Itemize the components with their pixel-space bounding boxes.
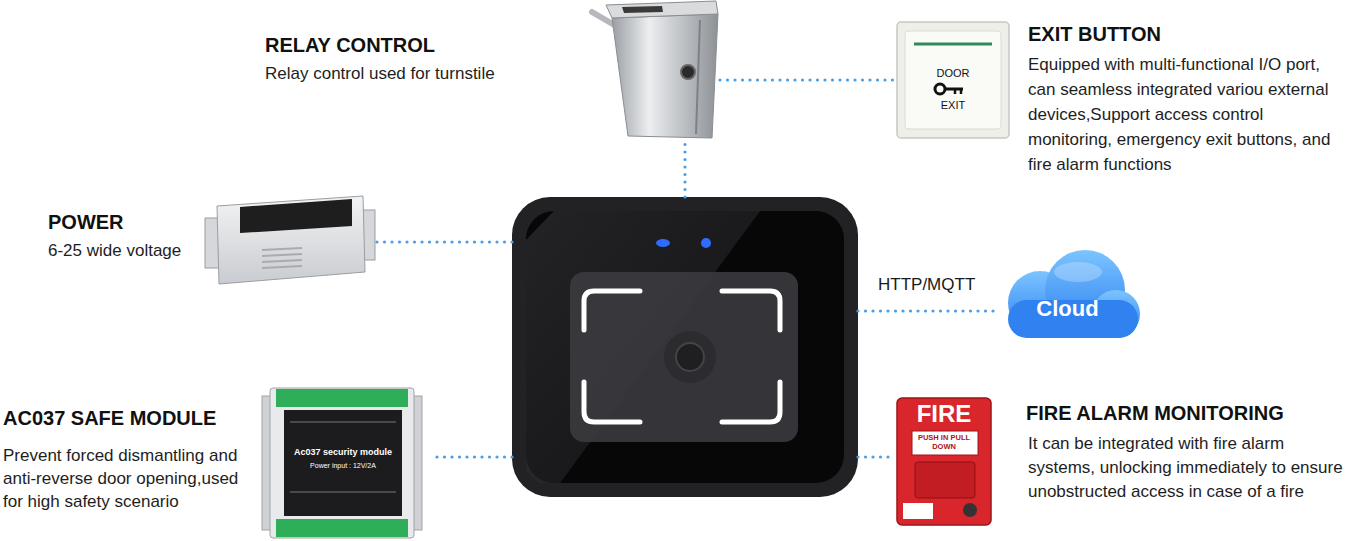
exit-button-drawing <box>897 22 1009 138</box>
face-terminal-drawing-part <box>526 211 844 483</box>
fire-alarm-drawing <box>897 398 991 525</box>
dotted-connector <box>683 140 686 197</box>
fire-alarm-drawing-part <box>963 503 977 517</box>
security-module-drawing-part <box>276 519 408 537</box>
heading: EXIT BUTTON <box>1028 22 1161 46</box>
heading: POWER <box>48 210 124 234</box>
description: It can be integrated with fire alarm sys… <box>1028 432 1346 504</box>
security-module-drawing <box>262 388 422 538</box>
fire-alarm-drawing-part <box>897 398 991 525</box>
turnstile-node: RELAY CONTROL Relay control used for turn… <box>258 0 720 140</box>
exit-button-drawing-part <box>905 31 1001 129</box>
security-module-drawing-part <box>270 388 414 538</box>
face-terminal-drawing-part <box>664 331 716 383</box>
power-supply-drawing <box>205 196 375 284</box>
turnstile-drawing-part <box>681 65 695 79</box>
face-terminal-drawing-part <box>570 272 798 442</box>
power-supply-drawing-part <box>262 266 302 268</box>
security-module-drawing-part <box>284 410 402 516</box>
cloud-label: Cloud <box>995 296 1140 322</box>
security-module-drawing-part <box>290 492 396 493</box>
security-module-node: Ac037 security modulePower input : 12V/2… <box>0 385 430 541</box>
dotted-connector <box>720 78 895 81</box>
dotted-connector <box>375 240 512 243</box>
power-supply-drawing-part <box>262 254 302 256</box>
exit-button-drawing-part <box>960 89 963 94</box>
face-terminal-drawing-part <box>676 343 704 371</box>
description: Equipped with multi-functional I/O port,… <box>1028 52 1346 177</box>
exit-button-node: DOOR EXIT EXIT BUTTON Equipped with multi-f… <box>895 18 1349 183</box>
cloud-node: Cloud <box>995 250 1142 338</box>
dotted-connector <box>858 455 893 458</box>
power-supply-drawing-part <box>262 260 302 262</box>
power-supply-drawing-part <box>217 196 365 284</box>
exit-button-drawing-part <box>897 22 1009 138</box>
cloud-drawing <box>1008 250 1140 338</box>
dotted-connector <box>858 309 995 312</box>
button-label: DOOR <box>897 67 1009 80</box>
alarm-label: FIRE <box>897 399 991 428</box>
protocol-label: HTTP/MQTT <box>876 275 977 295</box>
fire-alarm-drawing-part <box>915 462 975 498</box>
turnstile-drawing-part <box>606 1 718 18</box>
dotted-connector <box>430 455 512 458</box>
face-terminal-node <box>512 197 858 497</box>
security-module-drawing-part <box>276 389 408 407</box>
turnstile-drawing <box>592 1 718 138</box>
turnstile-drawing-part <box>612 14 718 138</box>
exit-button-drawing-part <box>914 43 992 46</box>
face-terminal-drawing-part <box>584 291 640 330</box>
module-label: Power input : 12V/2A <box>286 462 400 470</box>
face-terminal-drawing-part <box>701 238 711 248</box>
power-node: POWER 6-25 wide voltage <box>40 195 375 287</box>
description: 6-25 wide voltage <box>48 241 181 261</box>
face-terminal-drawing-part <box>512 197 858 497</box>
face-terminal-drawing-part <box>722 382 780 422</box>
power-supply-drawing-part <box>205 218 219 268</box>
face-terminal-drawing <box>512 197 858 497</box>
face-terminal-drawing-part <box>584 382 640 422</box>
exit-button-drawing-part <box>954 89 957 94</box>
fire-alarm-drawing-part <box>903 503 933 519</box>
heading: RELAY CONTROL <box>265 33 435 57</box>
power-supply-drawing-part <box>240 199 352 233</box>
description: Relay control used for turnstile <box>265 64 495 84</box>
security-module-drawing-part <box>290 422 396 423</box>
heading: FIRE ALARM MONITORING <box>1026 401 1284 425</box>
alarm-label: PUSH IN PULL DOWN <box>913 433 975 451</box>
exit-button-drawing-part <box>935 84 945 94</box>
heading: AC037 SAFE MODULE <box>3 406 216 430</box>
button-label: EXIT <box>897 99 1009 112</box>
face-terminal-drawing-part <box>722 291 780 330</box>
turnstile-drawing-part <box>622 6 663 13</box>
turnstile-drawing-part <box>696 20 700 134</box>
fire-alarm-drawing-part <box>912 431 978 455</box>
fire-alarm-node: FIRE PUSH IN PULL DOWN FIRE ALARM MONITORI… <box>893 395 1349 535</box>
module-label: Ac037 security module <box>286 447 400 458</box>
face-terminal-drawing-part <box>656 239 670 247</box>
cloud-drawing-part <box>1054 262 1102 282</box>
description: Prevent forced dismantling and anti-reve… <box>3 444 258 513</box>
power-supply-drawing-part <box>262 248 302 250</box>
